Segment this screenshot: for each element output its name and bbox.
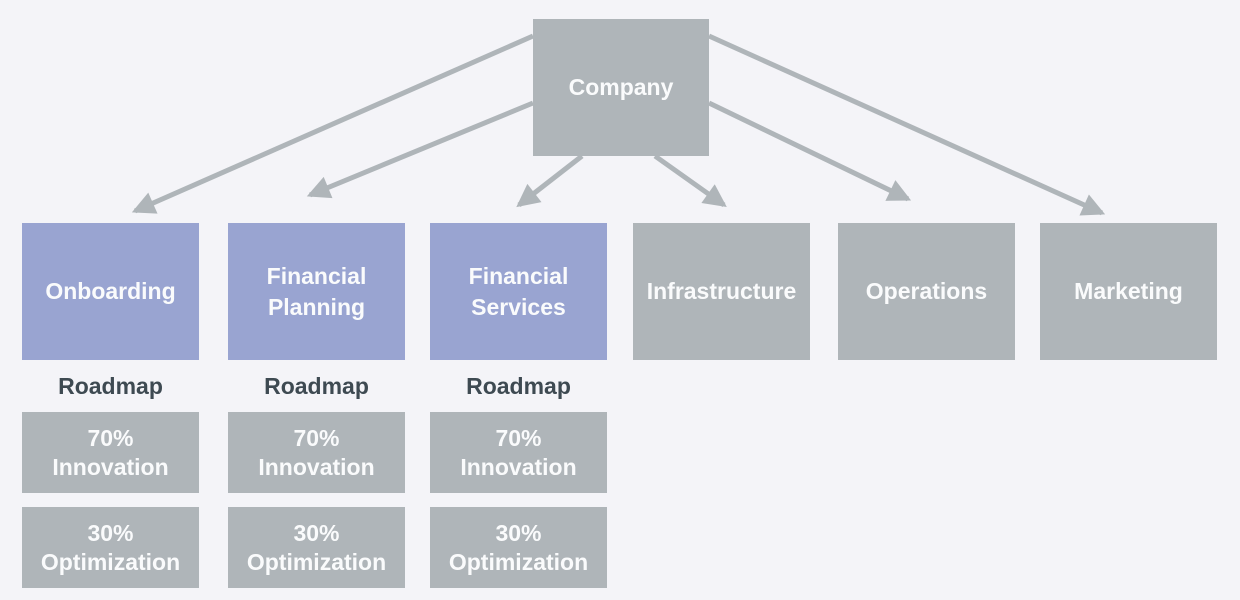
connector-company-to-marketing [707, 33, 1106, 216]
node-marketing-label: Marketing [1074, 278, 1183, 305]
item-label: Optimization [246, 548, 387, 575]
connector-company-to-financial-services [516, 154, 584, 208]
item-label: Optimization [40, 548, 181, 575]
node-financial-planning-label: Financial Planning [266, 263, 367, 320]
node-company-label: Company [568, 74, 674, 101]
connector-company-to-infrastructure [653, 153, 727, 208]
node-financial-planning[interactable]: Financial Planning [228, 223, 405, 360]
percent-value: 30% [87, 519, 134, 546]
node-financial-services-innovation[interactable]: 70% Innovation [430, 412, 607, 493]
roadmap-heading-financial-planning: Roadmap [264, 373, 369, 399]
node-financial-services[interactable]: Financial Services [430, 223, 607, 360]
roadmap-heading-financial-services: Roadmap [466, 373, 571, 399]
node-onboarding-optimization[interactable]: 30% Optimization [22, 507, 199, 588]
node-operations[interactable]: Operations [838, 223, 1015, 360]
node-marketing[interactable]: Marketing [1040, 223, 1217, 360]
connector-company-to-operations [707, 100, 912, 202]
node-financial-planning-optimization[interactable]: 30% Optimization [228, 507, 405, 588]
percent-value: 70% [87, 424, 134, 451]
node-financial-services-optimization[interactable]: 30% Optimization [430, 507, 607, 588]
item-label: Optimization [448, 548, 589, 575]
percent-value: 30% [495, 519, 542, 546]
node-financial-planning-innovation[interactable]: 70% Innovation [228, 412, 405, 493]
percent-value: 70% [495, 424, 542, 451]
connector-company-to-financial-planning [306, 100, 534, 199]
node-onboarding[interactable]: Onboarding [22, 223, 199, 360]
percent-value: 30% [293, 519, 340, 546]
item-label: Innovation [258, 453, 375, 480]
node-infrastructure[interactable]: Infrastructure [633, 223, 810, 360]
roadmap-heading-onboarding: Roadmap [58, 373, 163, 399]
node-operations-label: Operations [865, 278, 988, 305]
item-label: Innovation [52, 453, 169, 480]
node-financial-services-label: Financial Services [468, 263, 569, 320]
node-onboarding-label: Onboarding [45, 278, 176, 305]
node-onboarding-innovation[interactable]: 70% Innovation [22, 412, 199, 493]
node-company[interactable]: Company [533, 19, 709, 156]
node-infrastructure-label: Infrastructure [646, 278, 797, 305]
percent-value: 70% [293, 424, 340, 451]
connector-company-to-onboarding [131, 33, 535, 214]
item-label: Innovation [460, 453, 577, 480]
